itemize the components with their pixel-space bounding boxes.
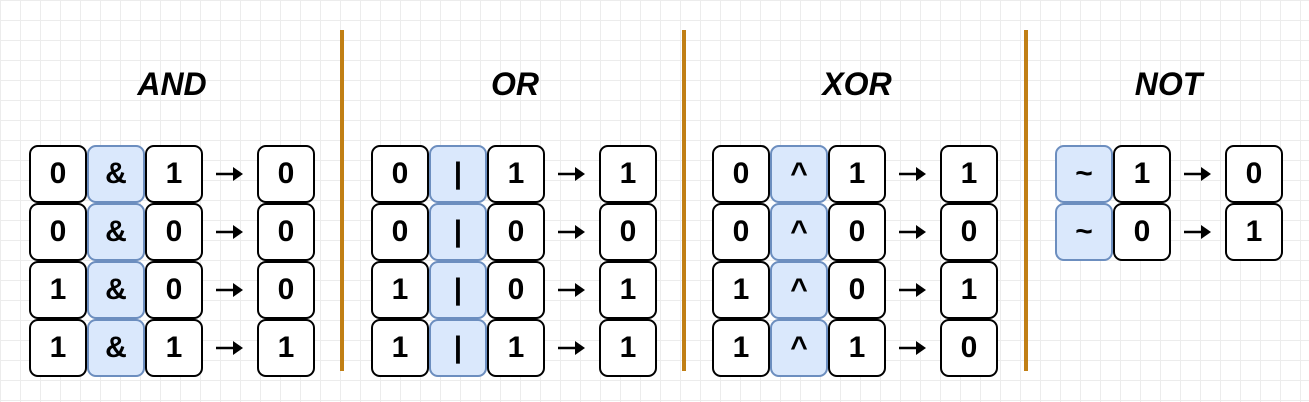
operand-a: 0	[371, 145, 429, 203]
right-arrow-icon	[897, 223, 927, 241]
operand-a: 1	[712, 319, 770, 377]
right-arrow-icon	[556, 281, 586, 299]
section-title: XOR	[822, 66, 892, 102]
result-cell: 1	[940, 145, 998, 203]
and-section: AND 0 & 1 0 0 & 0 0 1 & 0 0 1 & 1 1	[0, 0, 344, 402]
not-section: NOT ~ 1 0 ~ 0 1	[1028, 0, 1309, 402]
operator-cell: &	[87, 319, 145, 377]
operand-a: 1	[371, 319, 429, 377]
operand-a: 0	[29, 203, 87, 261]
operand-a: 1	[29, 261, 87, 319]
operator-cell: ~	[1055, 145, 1113, 203]
operand-b: 0	[1113, 203, 1171, 261]
operand-a: 0	[371, 203, 429, 261]
result-cell: 0	[940, 203, 998, 261]
operand-b: 0	[145, 203, 203, 261]
operand-a: 0	[29, 145, 87, 203]
operand-b: 0	[487, 203, 545, 261]
operator-cell: ^	[770, 319, 828, 377]
operator-cell: |	[429, 203, 487, 261]
operand-b: 1	[487, 319, 545, 377]
result-cell: 1	[599, 145, 657, 203]
right-arrow-icon	[214, 165, 244, 183]
right-arrow-icon	[556, 223, 586, 241]
operand-b: 1	[828, 145, 886, 203]
operator-cell: ~	[1055, 203, 1113, 261]
operator-cell: |	[429, 261, 487, 319]
operand-b: 1	[487, 145, 545, 203]
right-arrow-icon	[1182, 223, 1212, 241]
operand-b: 0	[828, 203, 886, 261]
result-cell: 1	[940, 261, 998, 319]
right-arrow-icon	[556, 339, 586, 357]
result-cell: 1	[599, 261, 657, 319]
right-arrow-icon	[214, 223, 244, 241]
operator-cell: &	[87, 261, 145, 319]
right-arrow-icon	[1182, 165, 1212, 183]
operator-cell: ^	[770, 145, 828, 203]
result-cell: 0	[940, 319, 998, 377]
operator-cell: ^	[770, 203, 828, 261]
section-divider	[682, 30, 686, 371]
operand-b: 1	[828, 319, 886, 377]
result-cell: 0	[599, 203, 657, 261]
right-arrow-icon	[897, 339, 927, 357]
result-cell: 0	[257, 261, 315, 319]
section-title: NOT	[1134, 66, 1203, 102]
operand-a: 0	[712, 203, 770, 261]
section-title: AND	[137, 66, 207, 102]
right-arrow-icon	[897, 165, 927, 183]
operand-a: 0	[712, 145, 770, 203]
right-arrow-icon	[214, 281, 244, 299]
result-cell: 1	[1225, 203, 1283, 261]
right-arrow-icon	[897, 281, 927, 299]
result-cell: 1	[599, 319, 657, 377]
or-section: OR 0 | 1 1 0 | 0 0 1 | 0 1 1 | 1 1	[344, 0, 686, 402]
section-title: OR	[491, 66, 539, 102]
operator-cell: &	[87, 145, 145, 203]
result-cell: 1	[257, 319, 315, 377]
result-cell: 0	[1225, 145, 1283, 203]
operator-cell: &	[87, 203, 145, 261]
operand-b: 0	[145, 261, 203, 319]
operand-b: 1	[145, 145, 203, 203]
operand-b: 0	[487, 261, 545, 319]
operator-cell: ^	[770, 261, 828, 319]
operand-a: 1	[371, 261, 429, 319]
xor-section: XOR 0 ^ 1 1 0 ^ 0 0 1 ^ 0 1 1 ^ 1 0	[686, 0, 1028, 402]
right-arrow-icon	[556, 165, 586, 183]
section-divider	[340, 30, 344, 371]
section-divider	[1024, 30, 1028, 371]
operand-a: 1	[712, 261, 770, 319]
operand-b: 1	[1113, 145, 1171, 203]
result-cell: 0	[257, 145, 315, 203]
result-cell: 0	[257, 203, 315, 261]
operator-cell: |	[429, 319, 487, 377]
operand-b: 0	[828, 261, 886, 319]
operator-cell: |	[429, 145, 487, 203]
operand-b: 1	[145, 319, 203, 377]
operand-a: 1	[29, 319, 87, 377]
right-arrow-icon	[214, 339, 244, 357]
